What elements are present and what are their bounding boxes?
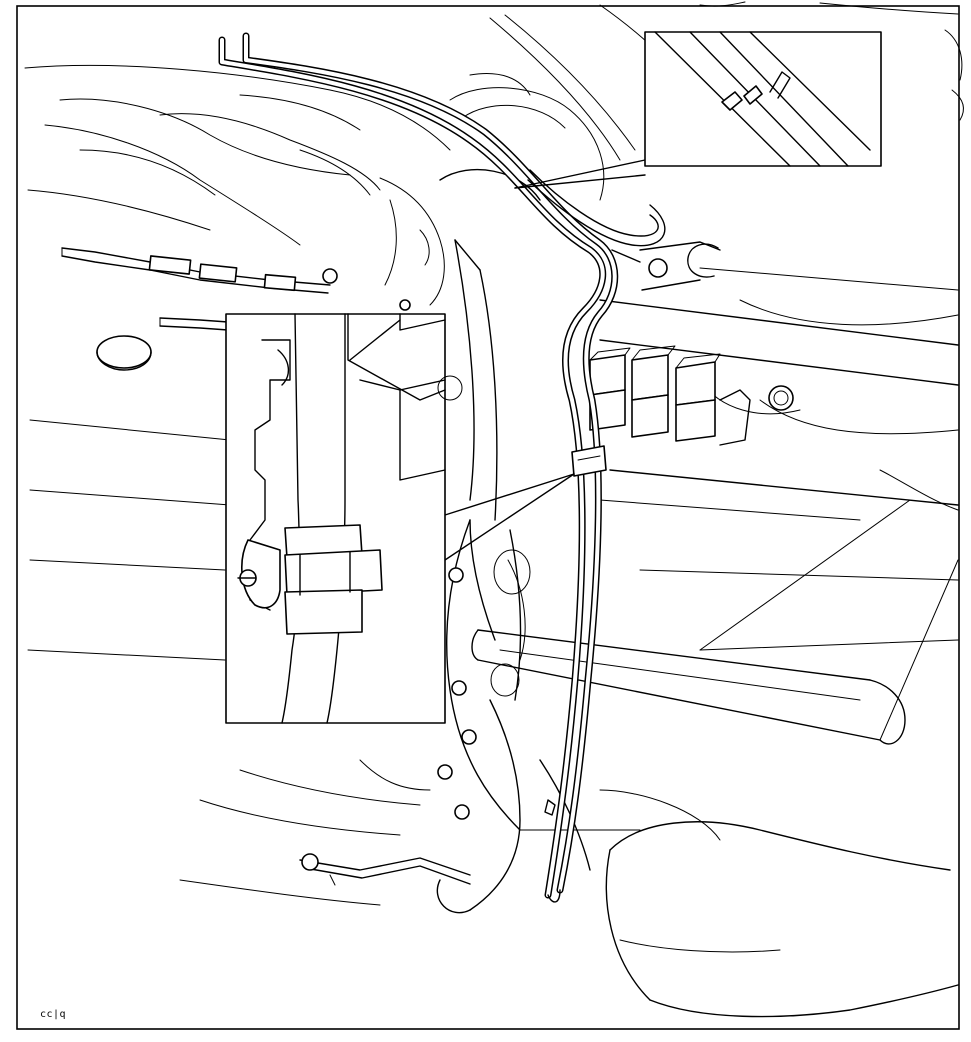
- tube-clamp: [571, 445, 607, 477]
- figure-reference-code: cc|q: [40, 1009, 67, 1020]
- bolt-icon: [451, 680, 467, 696]
- frame-cross-member: [599, 241, 959, 741]
- bolt-icon: [461, 729, 477, 745]
- relay-block: [589, 345, 751, 446]
- detail-inset-top: [644, 31, 882, 167]
- diagram-frame: [16, 5, 960, 1030]
- steering-knuckle: [436, 519, 959, 1018]
- strut-tower: [439, 168, 541, 661]
- lower-control-arm: [471, 629, 906, 745]
- ignition-leads: [61, 247, 338, 331]
- bolt-icon: [399, 299, 411, 311]
- oil-filler-cap: [96, 335, 152, 371]
- detail-inset-clamp: [225, 313, 446, 724]
- misc-details: [419, 229, 556, 816]
- mounting-bolts: [399, 299, 477, 820]
- brake-tubes: [218, 32, 666, 903]
- stabilizer-link: [27, 419, 471, 906]
- callout-leaders: [444, 159, 646, 561]
- bolt-icon: [448, 567, 464, 583]
- bolt-icon: [454, 804, 470, 820]
- engine-compartment-outline: [24, 1, 965, 306]
- bolt-icon: [437, 764, 453, 780]
